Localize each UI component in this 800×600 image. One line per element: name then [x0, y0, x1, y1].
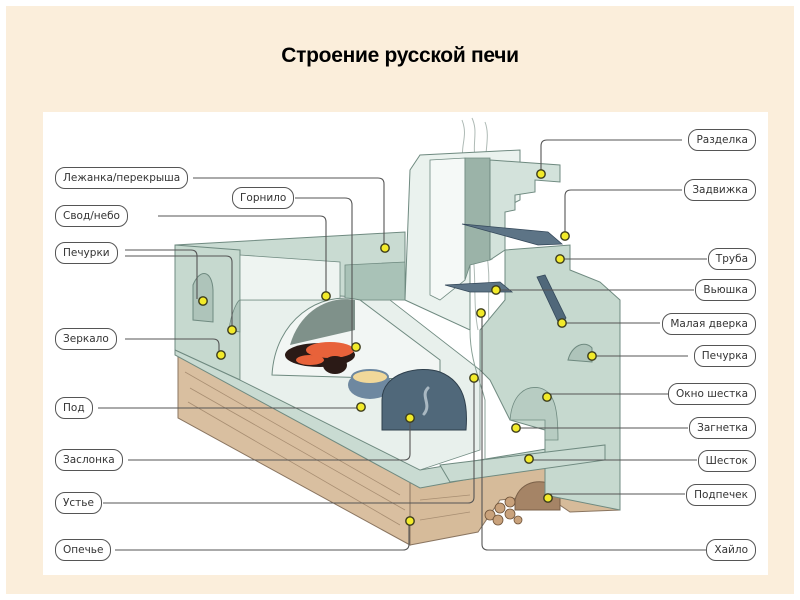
marker-khailo [476, 308, 486, 318]
marker-zerkalo [216, 350, 226, 360]
label-zaslonka: Заслонка [55, 449, 123, 471]
marker-vyushka [491, 285, 501, 295]
label-vyushka: Вьюшка [695, 279, 756, 301]
marker-pechurki-1 [198, 296, 208, 306]
marker-lezhanka [380, 243, 390, 253]
label-pechurka: Печурка [693, 345, 756, 367]
page-title: Строение русской печи [281, 44, 519, 67]
label-gornilo: Горнило [232, 187, 295, 209]
marker-malaya-dverka [557, 318, 567, 328]
marker-zagnetka [511, 423, 521, 433]
label-khailo: Хайло [706, 539, 756, 561]
label-pod: Под [55, 397, 93, 419]
marker-shestok [524, 454, 534, 464]
marker-gornilo [351, 342, 361, 352]
label-podpechek: Подпечек [686, 484, 756, 506]
firewood-icon [484, 496, 523, 526]
label-shestok: Шесток [697, 450, 756, 472]
marker-okno-shestka [542, 392, 552, 402]
label-zerkalo: Зеркало [55, 328, 117, 350]
leader-lines [98, 139, 708, 551]
marker-ustye [469, 373, 479, 383]
label-lezhanka: Лежанка/перекрыша [55, 167, 189, 189]
marker-pechurki-2 [227, 325, 237, 335]
marker-truba [555, 254, 565, 264]
label-malaya-dverka: Малая дверка [662, 313, 756, 335]
marker-zaslonka [405, 413, 415, 423]
markers [198, 169, 597, 526]
label-razdelka: Разделка [688, 129, 756, 151]
label-pechurki: Печурки [55, 242, 118, 264]
label-opechye: Опечье [55, 539, 112, 561]
coals-icon [285, 342, 355, 374]
marker-pod [356, 402, 366, 412]
marker-zadvizhka [560, 231, 570, 241]
label-okno-shestka: Окно шестка [668, 383, 756, 405]
marker-opechye [405, 516, 415, 526]
pot-icon [348, 369, 392, 399]
marker-razdelka [536, 169, 546, 179]
label-zadvizhka: Задвижка [684, 179, 756, 201]
marker-pechurka [587, 351, 597, 361]
label-ustye: Устье [55, 492, 102, 514]
marker-podpechek [543, 493, 553, 503]
label-svod: Свод/небо [55, 205, 128, 227]
label-zagnetka: Загнетка [689, 417, 756, 439]
label-truba: Труба [707, 248, 756, 270]
zaslonka-door [381, 369, 467, 431]
marker-svod [321, 291, 331, 301]
